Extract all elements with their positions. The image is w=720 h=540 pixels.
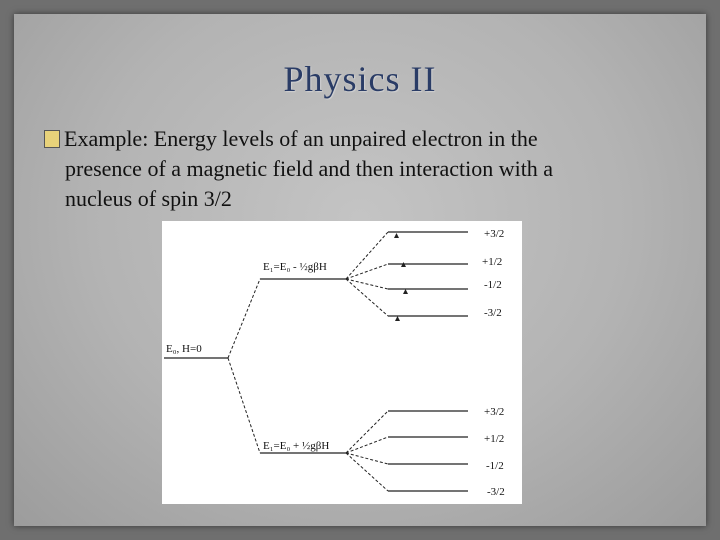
split-line-up (227, 278, 261, 359)
lower-fan-line-1 (345, 410, 389, 454)
bullet-line-1: Example: Energy levels of an unpaired el… (44, 124, 664, 154)
upper-fan-line-2 (345, 263, 389, 280)
upper-fan-line-1 (345, 231, 389, 280)
bullet-icon (44, 130, 60, 148)
arrowhead-icon (401, 262, 406, 267)
lower-sublevel-label-4: -3/2 (487, 486, 505, 498)
lower-sublevel-label-2: +1/2 (484, 433, 504, 445)
lower-level-label: E₁=E₀ + ½gβH (263, 440, 329, 452)
arrowhead-icon (394, 233, 399, 238)
upper-sublevel-label-4: -3/2 (484, 307, 502, 319)
lower-sublevel-label-3: -1/2 (486, 460, 504, 472)
energy-level-diagram: E₀, H=0 E₁=E₀ - ½gβH E₁=E₀ + ½gβH +3/2 +… (162, 221, 522, 504)
slide-body: Example: Energy levels of an unpaired el… (44, 124, 664, 214)
upper-sublevel-label-3: -1/2 (484, 279, 502, 291)
upper-fan-line-3 (345, 278, 389, 290)
ground-level-label: E₀, H=0 (166, 343, 202, 355)
lower-fan-line-4 (345, 452, 389, 492)
lower-fan-line-3 (345, 452, 389, 465)
split-line-down (227, 357, 261, 454)
arrowhead-icon (395, 316, 400, 321)
lower-fan-line-2 (345, 436, 389, 454)
upper-sublevel-label-1: +3/2 (484, 228, 504, 240)
bullet-line-3: nucleus of spin 3/2 (65, 186, 232, 211)
bullet-line-2: presence of a magnetic field and then in… (65, 156, 554, 181)
upper-fan-line-4 (345, 278, 389, 317)
energy-level-svg: E₀, H=0 E₁=E₀ - ½gβH E₁=E₀ + ½gβH +3/2 +… (164, 228, 505, 498)
upper-level-label: E₁=E₀ - ½gβH (263, 261, 327, 273)
upper-sublevel-label-2: +1/2 (482, 256, 502, 268)
lower-sublevel-label-1: +3/2 (484, 406, 504, 418)
slide-title: Physics II (283, 59, 437, 99)
arrowhead-icon (403, 289, 408, 294)
